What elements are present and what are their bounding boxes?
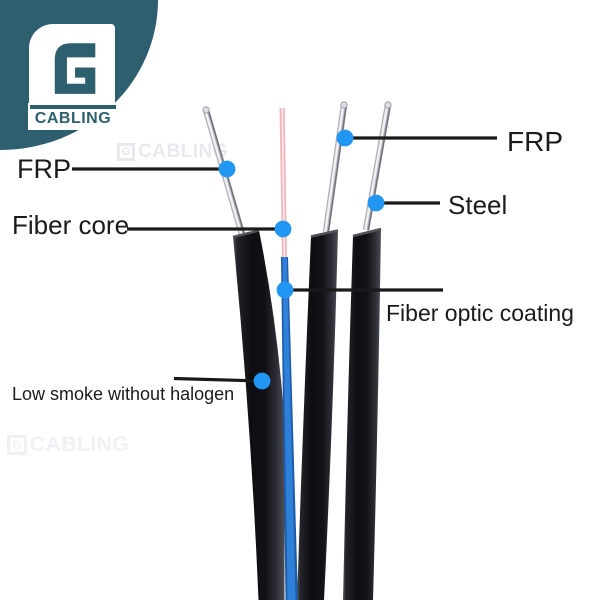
label-fiber-core: Fiber core [12, 210, 130, 240]
jacket-cut-edge [310, 229, 339, 238]
jacket-cut-edge [232, 229, 260, 239]
callout-dot-frp-left [218, 160, 236, 178]
label-frp-right: FRP [507, 126, 563, 157]
watermark-g-letter: G [12, 438, 22, 452]
callout-dots [218, 129, 385, 390]
steel-wire [362, 101, 392, 231]
wire-cut-end [384, 101, 392, 109]
wire-cut-end [340, 101, 348, 109]
callout-dot-frp-right [336, 129, 354, 147]
callout-lines [72, 136, 497, 383]
watermark-g-letter: G [121, 146, 131, 158]
callout-dot-coating [276, 281, 294, 299]
watermark-g-icon: G [7, 435, 27, 455]
watermark-word: CABLING [30, 433, 130, 456]
pointer-line-low-smoke [173, 376, 262, 383]
jacket-strips [232, 227, 382, 600]
wire-cut-end [202, 106, 210, 114]
watermark-bottom: G CABLING [7, 433, 129, 457]
brand-logo [29, 24, 115, 109]
watermark-word: CABLING [138, 141, 229, 162]
jacket-strip-left [233, 230, 285, 600]
logo-underline-bar [30, 105, 116, 109]
callout-dot-fiber-core [274, 220, 292, 238]
logo-g-glyph [54, 43, 96, 94]
callout-dot-low-smoke [253, 372, 271, 390]
label-frp-left: FRP [17, 154, 71, 184]
label-low-smoke: Low smoke without halogen [12, 384, 235, 404]
watermark-g-icon: G [117, 143, 135, 161]
frp-wire-right [322, 101, 348, 233]
jacket-cut-edge [352, 227, 382, 238]
jacket-strip-right [343, 229, 381, 600]
logo-g-icon [54, 43, 96, 94]
watermark-center: G CABLING [117, 141, 228, 163]
brand-wordmark: CABLING [28, 103, 118, 130]
logo-word: CABLING [34, 110, 112, 127]
label-steel: Steel [448, 190, 508, 220]
label-fiber-optic-coating: Fiber optic coating [386, 300, 574, 326]
fiber-coated-blue [281, 257, 298, 600]
jacket-strip-middle [297, 230, 338, 600]
callout-dot-steel [367, 194, 385, 212]
